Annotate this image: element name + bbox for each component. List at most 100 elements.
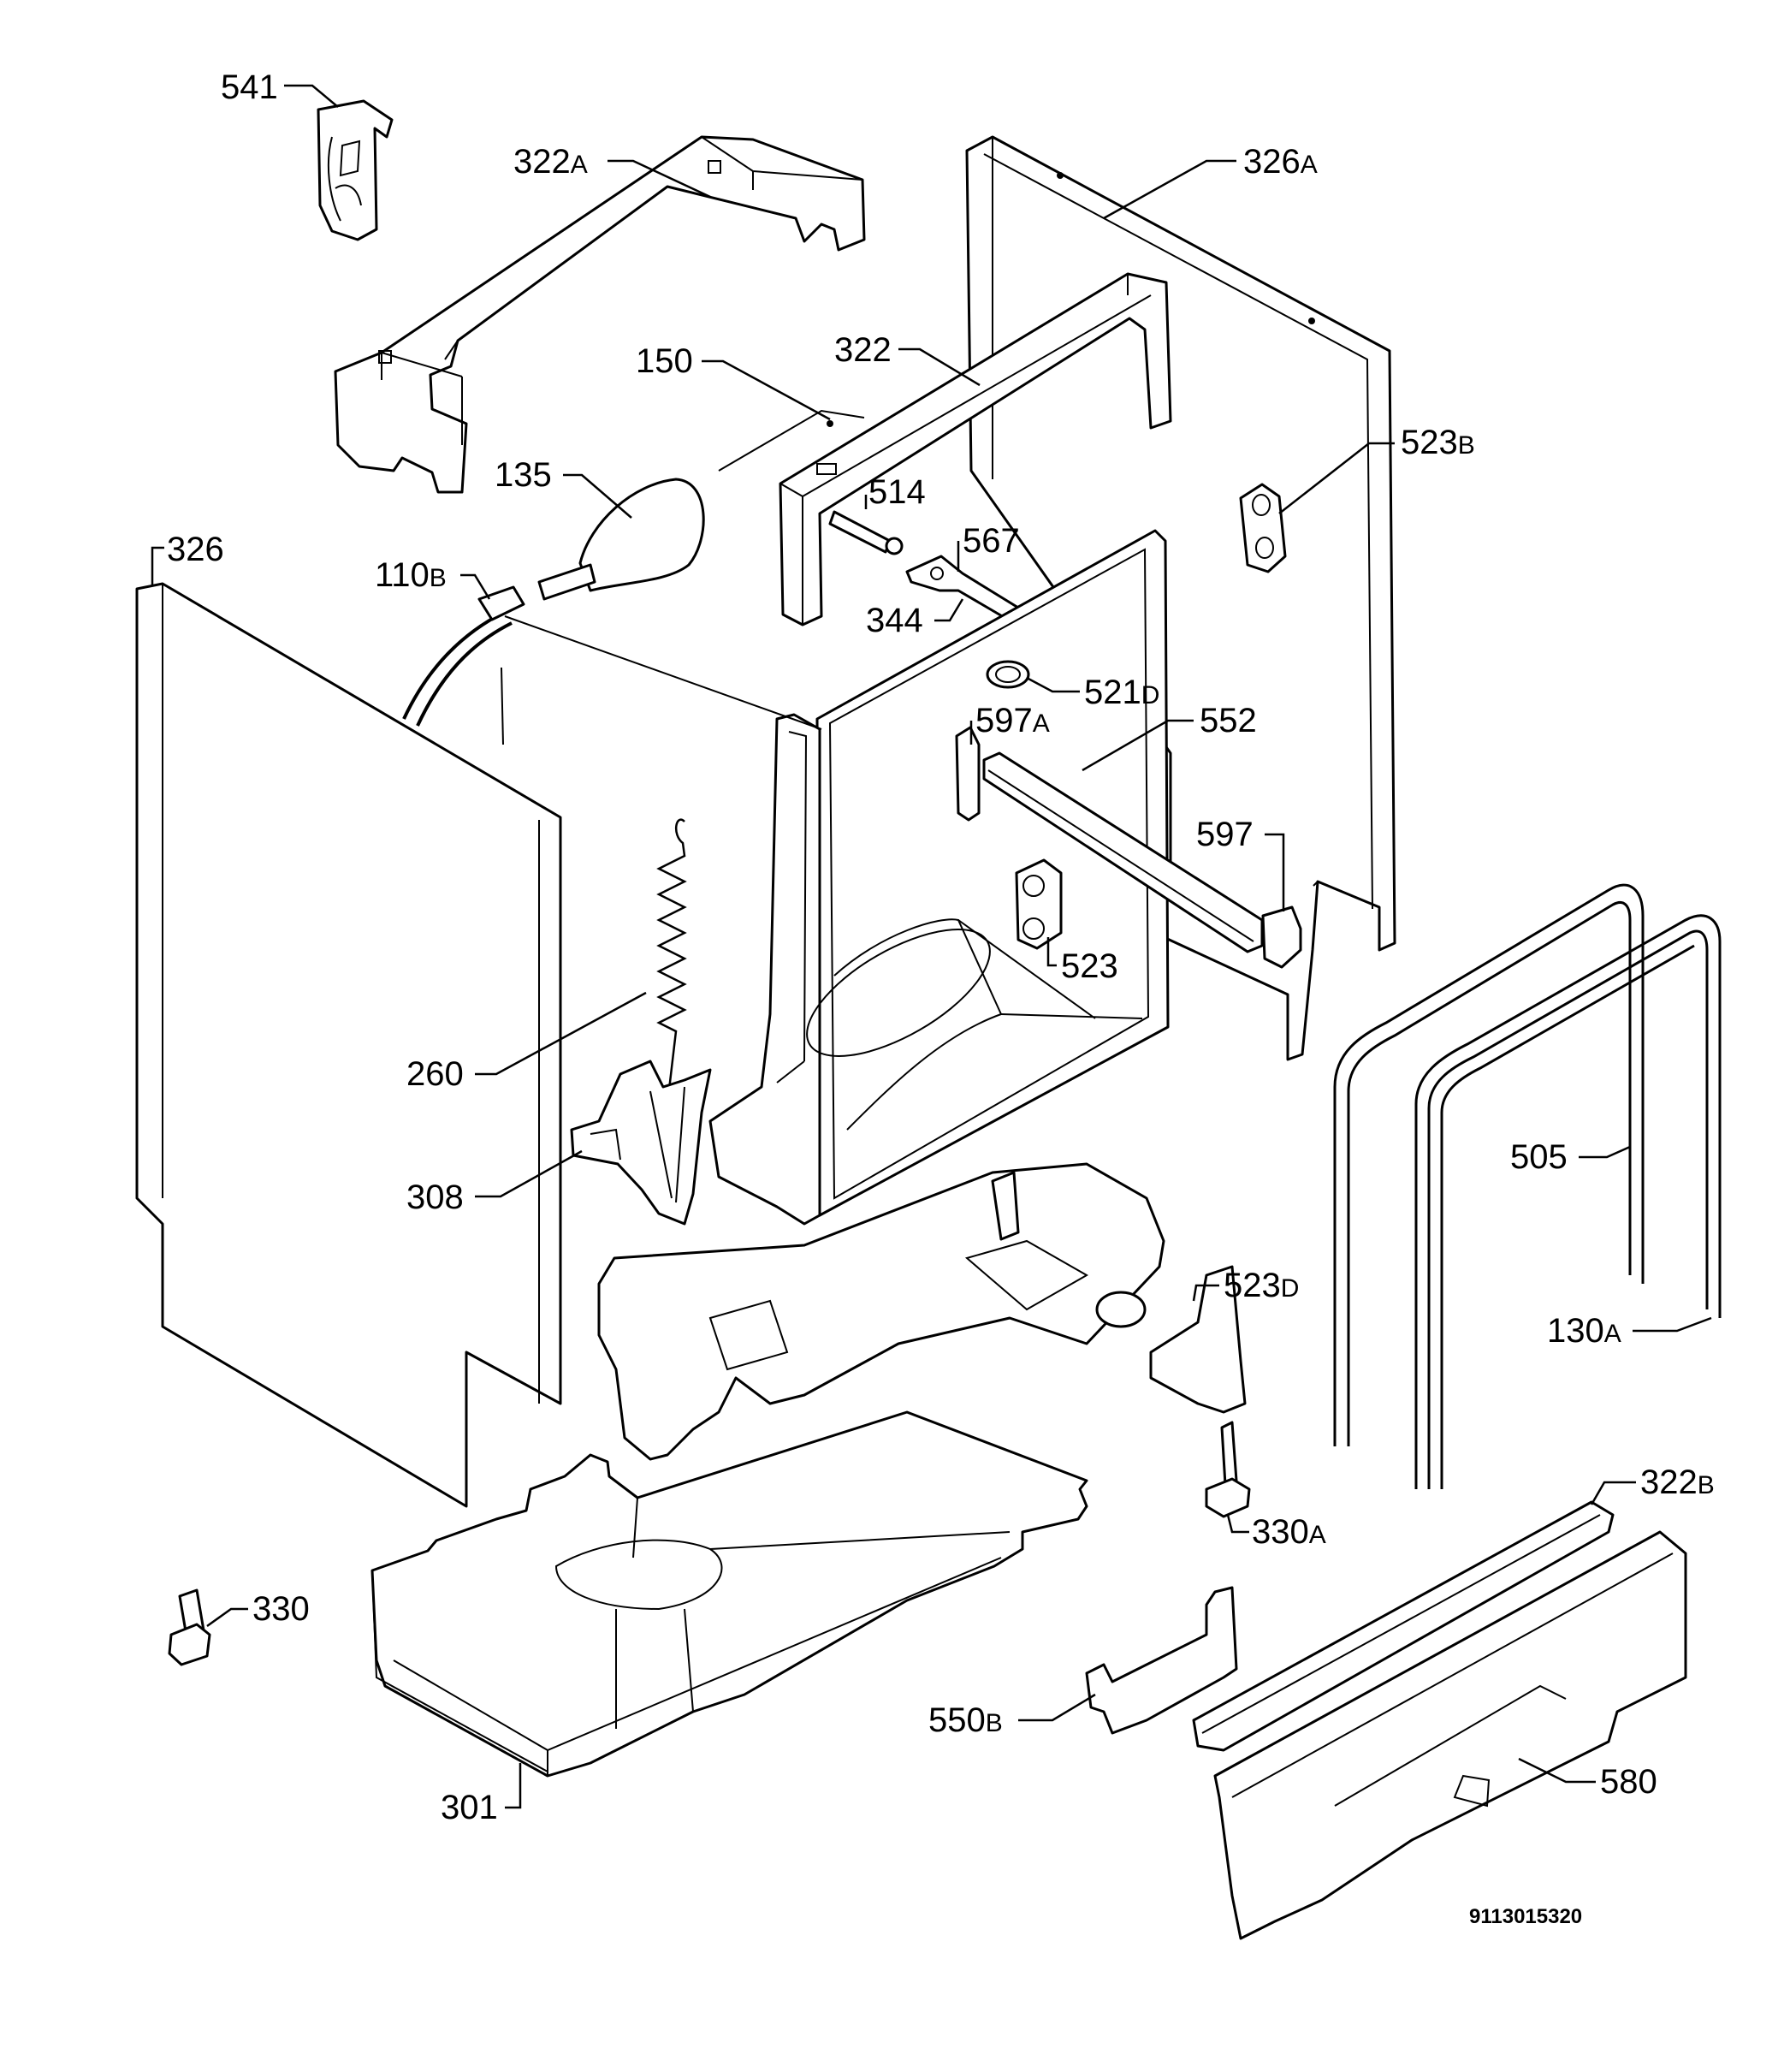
- part-330a-foot: [1205, 1421, 1251, 1518]
- callout-number: 330: [1252, 1513, 1309, 1551]
- callout-text: 521D: [1084, 674, 1159, 711]
- callout-number: 541: [221, 68, 278, 106]
- callout-text: 326: [167, 531, 224, 568]
- part-301-tray: [370, 1410, 1088, 1778]
- callout-number: 326: [167, 531, 224, 568]
- callout-number: 567: [963, 522, 1020, 560]
- callout-text: 308: [406, 1178, 464, 1216]
- callout-suffix: B: [1458, 431, 1475, 460]
- callout-text: 550B: [928, 1701, 1003, 1739]
- callout-150: 150: [636, 342, 831, 421]
- part-523d-bracket: [1149, 1265, 1247, 1414]
- callout-523d: 523D: [1192, 1267, 1299, 1304]
- callout-130a: 130A: [1547, 1312, 1712, 1350]
- callout-number: 326: [1243, 143, 1301, 181]
- callout-322: 322: [834, 331, 981, 387]
- part-322a-rail: [334, 135, 866, 494]
- callout-number: 597: [975, 702, 1033, 739]
- callout-322b: 322B: [1590, 1463, 1715, 1505]
- callout-330: 330: [206, 1590, 310, 1628]
- callout-number: 597: [1196, 816, 1254, 853]
- callout-text: 523: [1061, 947, 1118, 985]
- callout-322a: 322A: [513, 143, 711, 199]
- callout-301: 301: [441, 1763, 522, 1826]
- callout-text: 322A: [513, 143, 588, 181]
- callout-text: 567: [963, 522, 1020, 560]
- callout-suffix: A: [1301, 151, 1318, 179]
- callout-514: 514: [864, 473, 926, 511]
- part-308-hinge: [570, 1060, 712, 1226]
- callout-suffix: A: [1033, 709, 1050, 738]
- callout-suffix: B: [986, 1709, 1003, 1737]
- callout-text: 130A: [1547, 1312, 1621, 1350]
- callout-number: 344: [866, 602, 923, 639]
- part-326-side-panel: [135, 582, 562, 1508]
- callout-326a: 326A: [1103, 143, 1318, 220]
- part-523-grommet: [1015, 858, 1063, 950]
- part-tub: [504, 529, 1170, 1226]
- part-567-344-bracket: [905, 555, 1020, 625]
- part-150: [718, 409, 865, 472]
- callout-text: 597A: [975, 702, 1050, 739]
- callout-number: 550: [928, 1701, 986, 1739]
- callout-number: 322: [513, 143, 571, 181]
- callout-text: 514: [868, 473, 926, 511]
- part-322-frame: [779, 272, 1172, 626]
- callout-text: 150: [636, 342, 693, 380]
- callout-text: 552: [1200, 702, 1257, 739]
- part-521d-grommet: [986, 660, 1030, 689]
- callout-541: 541: [221, 68, 339, 108]
- callout-number: 322: [834, 331, 892, 369]
- part-597-clip: [1261, 905, 1302, 969]
- callout-505: 505: [1510, 1138, 1631, 1176]
- callout-330a: 330A: [1226, 1513, 1326, 1551]
- callout-number: 523: [1224, 1267, 1281, 1304]
- part-130a-seal: [1414, 914, 1722, 1489]
- callout-135: 135: [495, 456, 632, 519]
- callout-suffix: A: [1309, 1521, 1326, 1549]
- callout-number: 110: [375, 556, 430, 594]
- part-552-rail: [982, 751, 1264, 953]
- callout-number: 130: [1547, 1312, 1604, 1350]
- callout-number: 523: [1401, 424, 1458, 461]
- callout-number: 514: [868, 473, 926, 511]
- part-580-kick-plate: [1213, 1530, 1687, 1940]
- part-505-seal: [1333, 883, 1645, 1446]
- callout-number: 322: [1640, 1463, 1698, 1501]
- callout-number: 552: [1200, 702, 1257, 739]
- part-597a-clip: [955, 726, 981, 822]
- part-541-clip: [317, 99, 394, 241]
- document-id: 9113015320: [1469, 1905, 1582, 1928]
- callout-text: 330: [252, 1590, 310, 1628]
- callout-suffix: B: [1698, 1471, 1715, 1499]
- callout-text: 260: [406, 1055, 464, 1093]
- part-514-pin: [828, 510, 904, 555]
- callout-suffix: A: [571, 151, 588, 179]
- callout-text: 541: [221, 68, 278, 106]
- part-base-chassis: [597, 1162, 1165, 1461]
- callout-597a: 597A: [969, 702, 1050, 745]
- part-326a-panel: [965, 135, 1396, 1061]
- callout-number: 260: [406, 1055, 464, 1093]
- callout-text: 322B: [1640, 1463, 1715, 1501]
- callout-344: 344: [866, 598, 964, 639]
- callout-number: 521: [1084, 674, 1141, 711]
- callout-suffix: B: [430, 564, 447, 592]
- callout-521d: 521D: [1026, 674, 1159, 711]
- part-550b-bracket: [1085, 1586, 1238, 1735]
- callout-580: 580: [1518, 1757, 1657, 1801]
- callout-number: 580: [1600, 1763, 1657, 1801]
- callout-text: 344: [866, 602, 923, 639]
- callout-number: 523: [1061, 947, 1118, 985]
- part-322b-rail: [1192, 1500, 1615, 1752]
- callout-number: 330: [252, 1590, 310, 1628]
- callout-number: 308: [406, 1178, 464, 1216]
- callout-326: 326: [151, 531, 224, 586]
- callout-suffix: D: [1141, 681, 1160, 709]
- callout-260: 260: [406, 991, 647, 1093]
- callout-text: 301: [441, 1789, 498, 1826]
- callout-567: 567: [957, 522, 1020, 572]
- callout-text: 505: [1510, 1138, 1568, 1176]
- callout-text: 322: [834, 331, 892, 369]
